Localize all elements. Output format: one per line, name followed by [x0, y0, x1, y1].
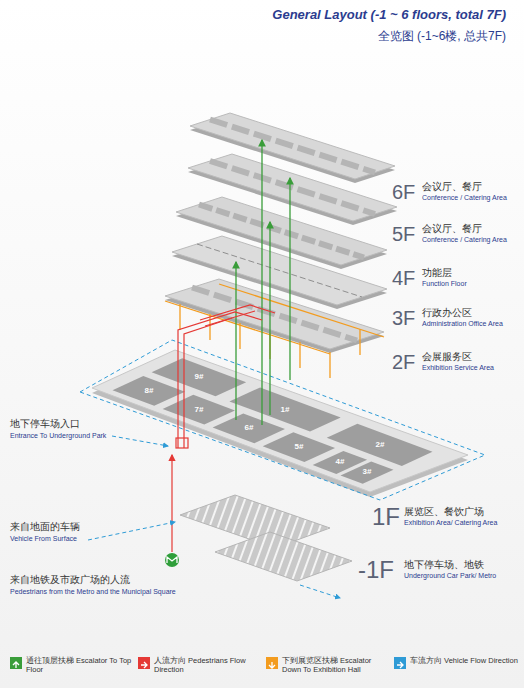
floor-name: 地下停车场、地铁	[404, 559, 484, 571]
drawing-part	[190, 113, 395, 179]
floor-number: 6F	[392, 181, 415, 204]
drawing-part	[289, 178, 290, 380]
legend-arrow-path	[13, 662, 19, 668]
legend-swatch	[138, 657, 150, 669]
drawing-part	[179, 304, 180, 330]
note: 来自地铁及市政广场的人流	[10, 574, 130, 586]
drawing-part	[200, 305, 275, 326]
floor-name-en: Administration Office Area	[422, 320, 503, 328]
floor-number: 1F	[372, 503, 400, 531]
floor-name-en: Exhibition Service Area	[422, 364, 494, 372]
floor-name-en: Exhibition Area/ Catering Area	[404, 519, 497, 527]
hall-number: 9#	[195, 372, 204, 381]
drawing-part	[88, 522, 175, 540]
vehicle-arrows	[88, 436, 340, 598]
floor-name-en: Conference / Catering Area	[422, 194, 507, 202]
note: 来自地面的车辆	[10, 521, 80, 533]
hall-number: 5#	[295, 442, 304, 451]
floor-number: 3F	[392, 307, 415, 330]
floor-number: 5F	[392, 223, 415, 246]
legend-swatch	[10, 657, 22, 669]
drawing-part	[219, 284, 384, 337]
title: General Layout (-1 ~ 6 floors, total 7F)	[272, 8, 506, 23]
legend-text: 通往顶层扶梯 Escalator To Top Floor	[26, 656, 134, 675]
drawing-part	[178, 312, 262, 448]
drawing-part	[209, 314, 210, 340]
drawing-part	[261, 140, 262, 425]
drawing-part	[163, 395, 235, 425]
note: 地下停车场入口	[10, 418, 80, 430]
subtitle: 全览图 (-1~6楼, 总共7F)	[378, 30, 506, 44]
legend-arrow	[138, 659, 150, 671]
drawing-part	[92, 350, 468, 492]
drawing-part	[329, 352, 330, 378]
hall-number: 8#	[145, 386, 154, 395]
drawing-part	[235, 262, 236, 420]
drawing-part	[165, 301, 330, 354]
drawing-part	[184, 318, 232, 448]
drawing-part	[359, 329, 360, 355]
floor-name: 会议厅、餐厅	[422, 182, 482, 193]
hall-number: 6#	[245, 423, 254, 432]
legend-arrow-path	[141, 662, 147, 668]
hall-number: 4#	[336, 457, 345, 466]
note-en: Entrance To Underground Park	[10, 432, 106, 440]
legend-text: 下到展览区扶梯 Escalator Down To Exhibition Hal…	[282, 656, 390, 675]
drawing-part	[167, 557, 177, 563]
hall-number: 7#	[195, 405, 204, 414]
legend-arrow-path	[269, 662, 275, 668]
drawing-part	[269, 222, 270, 415]
drawing-part	[299, 342, 300, 368]
drawing-part	[112, 436, 168, 446]
drawing-part	[239, 323, 240, 349]
floor-number: -1F	[358, 556, 394, 584]
drawing-part	[263, 432, 335, 462]
drawing-part	[165, 553, 179, 567]
floor-name: 功能层	[422, 268, 452, 279]
escalator-down	[165, 284, 384, 378]
legend-text: 车流方向 Vehicle Flow Direction	[410, 656, 518, 665]
note-en: Pedestrians from the Metro and the Munic…	[10, 588, 176, 596]
legend-text: 人流方向 Pedestrians Flow Direction	[154, 656, 262, 675]
escalator-up	[236, 140, 290, 425]
legend-arrow	[394, 659, 406, 671]
floor-name-en: Function Floor	[422, 280, 467, 288]
ground-floor	[92, 350, 468, 497]
note-en: Vehicle From Surface	[10, 535, 77, 543]
floor-name: 展览区、餐饮广场	[404, 506, 484, 518]
floor-name: 会议厅、餐厅	[422, 224, 482, 235]
parking	[180, 495, 352, 581]
pedestrian-flow	[172, 305, 275, 552]
hall-number: 1#	[281, 405, 290, 414]
drawing-part	[176, 438, 188, 448]
legend-arrow	[10, 659, 22, 671]
drawing-part	[171, 455, 172, 552]
floor-name: 会展服务区	[422, 352, 472, 363]
floor-name: 行政办公区	[422, 308, 472, 319]
drawing-part	[300, 585, 340, 598]
floor-name-en: Underground Car Park/ Metro	[404, 572, 496, 580]
legend-arrow	[266, 659, 278, 671]
floor-name-en: Conference / Catering Area	[422, 236, 507, 244]
legend-swatch	[266, 657, 278, 669]
metro-icon	[165, 553, 179, 567]
floor-number: 2F	[392, 351, 415, 374]
drawing-part	[215, 532, 352, 581]
drawing-part	[229, 387, 340, 431]
legend-swatch	[394, 657, 406, 669]
drawing-part	[152, 358, 247, 396]
hall-number: 3#	[363, 467, 372, 476]
drawing-part	[210, 120, 375, 173]
hall-number: 2#	[376, 440, 385, 449]
floor-number: 4F	[392, 267, 415, 290]
drawing-part	[341, 461, 394, 483]
floor-slabs	[165, 113, 397, 353]
legend-arrow-path	[397, 662, 403, 668]
